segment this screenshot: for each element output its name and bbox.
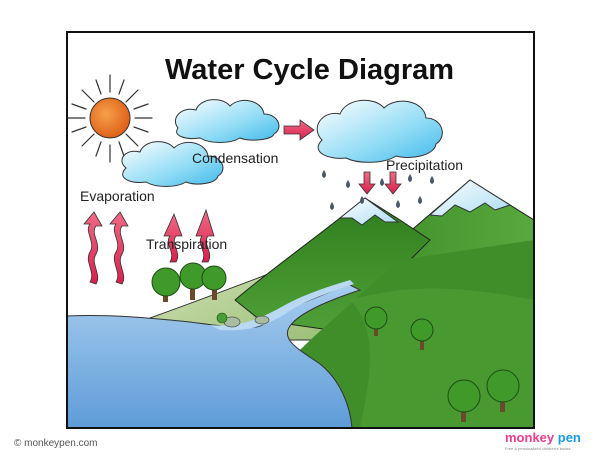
wavy-arrow-icon <box>83 211 103 285</box>
transpiration-label: Transpiration <box>146 236 228 252</box>
cloud-icon <box>316 99 443 163</box>
wavy-arrow-icon <box>109 211 129 285</box>
diagram-frame <box>66 31 535 429</box>
sun-icon <box>67 74 153 163</box>
snow-cap-middle <box>338 197 400 226</box>
diagram-title: Water Cycle Diagram <box>165 54 455 86</box>
wavy-arrow-icon <box>163 212 183 263</box>
tree-icon <box>151 267 181 302</box>
precipitation-label: Precipitation <box>386 157 464 173</box>
cloud-transfer-arrow-icon <box>283 119 315 141</box>
cloud-icon <box>121 141 224 187</box>
condensation-label: Condensation <box>192 150 279 166</box>
rock <box>254 315 270 325</box>
raindrop-icon <box>322 170 434 210</box>
evaporation-label: Evaporation <box>80 188 155 204</box>
rain-arrow-icon <box>384 171 402 195</box>
tree-icon <box>410 318 434 350</box>
wavy-arrow-icon <box>195 208 215 263</box>
green-land-light <box>350 288 534 428</box>
tree-icon <box>364 306 388 336</box>
rain-arrow-icon <box>358 171 376 195</box>
snow-cap-right <box>428 179 512 217</box>
tree-icon <box>447 379 481 422</box>
copyright-text: © monkeypen.com <box>14 438 98 449</box>
tree-icon <box>486 369 520 412</box>
brand-logo-part2: pen <box>554 430 581 445</box>
brand-logo-part1: monkey <box>505 430 555 445</box>
river-stream <box>210 280 354 331</box>
tree-icon <box>201 265 227 300</box>
brand-logo[interactable]: monkey pen <box>505 430 581 445</box>
cloud-icon <box>174 99 280 143</box>
tree-icon <box>216 312 228 324</box>
brand-tagline: Free & personalized children's books <box>505 446 571 451</box>
